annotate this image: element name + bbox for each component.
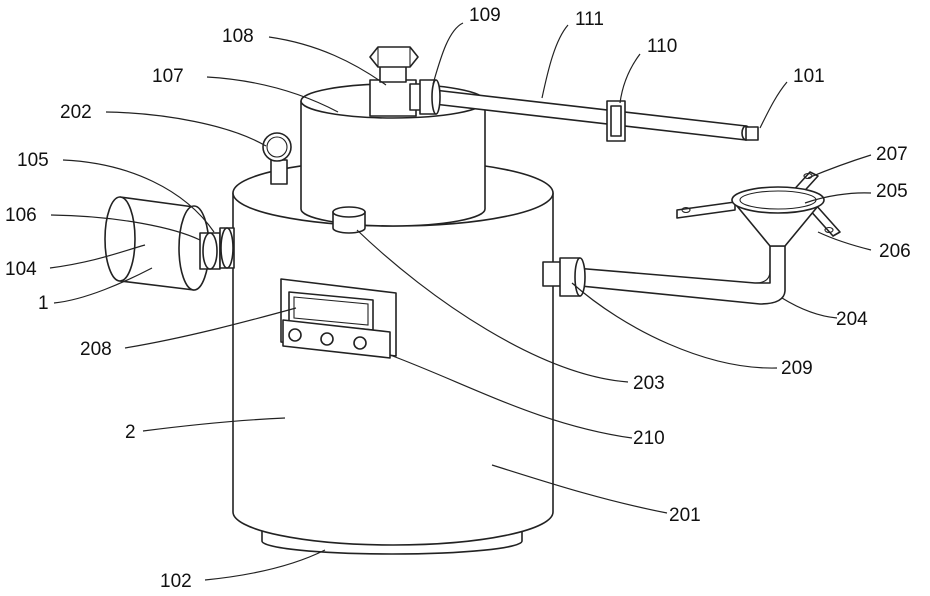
label-111: 111 bbox=[575, 9, 604, 30]
label-104: 104 bbox=[5, 259, 37, 280]
label-207: 207 bbox=[876, 144, 908, 165]
control-panel-208-210 bbox=[281, 279, 396, 358]
label-1: 1 bbox=[38, 293, 49, 314]
label-208: 208 bbox=[80, 339, 112, 360]
label-202: 202 bbox=[60, 102, 92, 123]
funnel-205 bbox=[677, 172, 840, 246]
label-205: 205 bbox=[876, 181, 908, 202]
label-107: 107 bbox=[152, 66, 184, 87]
side-motor-1 bbox=[105, 197, 209, 290]
label-204: 204 bbox=[836, 309, 868, 330]
label-102: 102 bbox=[160, 571, 192, 592]
label-201: 201 bbox=[669, 505, 701, 526]
label-108: 108 bbox=[222, 26, 254, 47]
label-109: 109 bbox=[469, 5, 501, 26]
label-106: 106 bbox=[5, 205, 37, 226]
label-203: 203 bbox=[633, 373, 665, 394]
label-2: 2 bbox=[125, 422, 136, 443]
label-206: 206 bbox=[879, 241, 911, 262]
label-105: 105 bbox=[17, 150, 49, 171]
label-210: 210 bbox=[633, 428, 665, 449]
clamp-110 bbox=[607, 101, 625, 141]
flange-109 bbox=[410, 80, 440, 114]
label-110: 110 bbox=[647, 36, 677, 57]
label-101: 101 bbox=[793, 66, 825, 87]
coupling-105-106 bbox=[200, 228, 234, 269]
top-port-203 bbox=[333, 207, 365, 233]
label-209: 209 bbox=[781, 358, 813, 379]
